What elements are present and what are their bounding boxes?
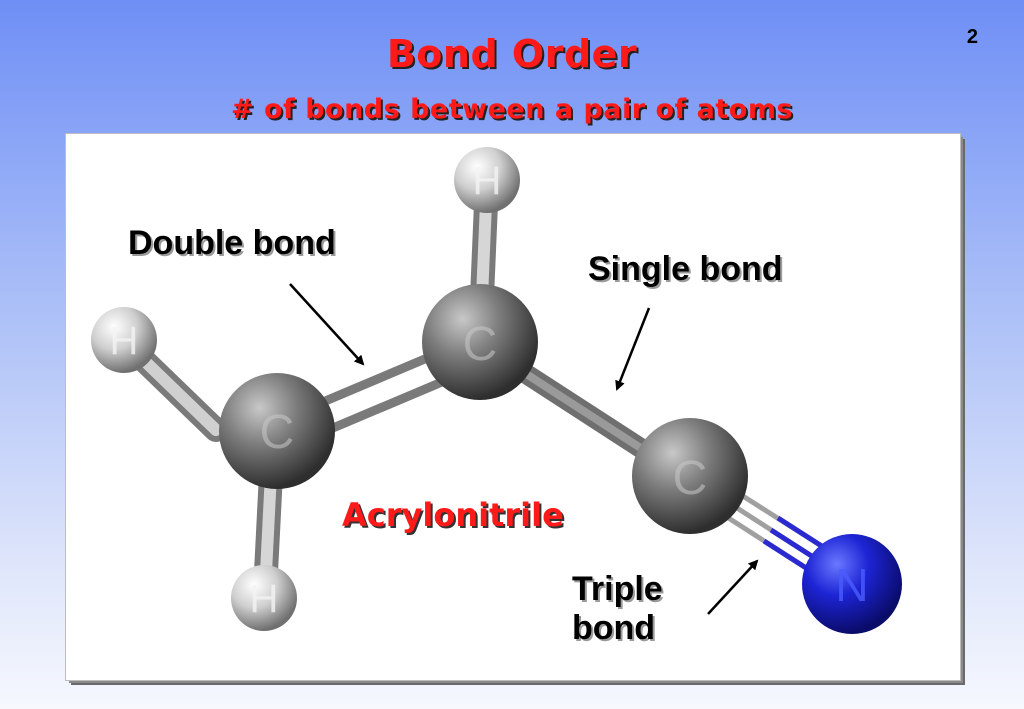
double-bond-arrow xyxy=(289,283,365,366)
triple-bond-label-line1: Triple xyxy=(572,570,663,608)
slide-subtitle: # of bonds between a pair of atoms xyxy=(230,94,794,125)
triple-bond-label-line2: bond xyxy=(572,609,656,648)
atom-carbon-2: C xyxy=(422,284,538,400)
single-bond-label: Single bond xyxy=(588,250,783,288)
atom-nitrogen: N xyxy=(802,534,902,634)
slide-title: Bond Order xyxy=(386,32,638,76)
atom-symbol-h: H xyxy=(250,577,279,621)
atom-carbon-1: C xyxy=(219,373,335,489)
single-bond-arrow xyxy=(615,307,651,391)
atom-hydrogen-bottom: H xyxy=(231,565,297,631)
acrylonitrile-model: H H H C C C N xyxy=(91,147,902,634)
triple-bond-label: Triple bond xyxy=(572,570,663,648)
slide-number: 2 xyxy=(966,26,978,48)
triple-bond-arrow xyxy=(707,559,759,615)
atom-symbol-h: H xyxy=(473,159,502,203)
atom-symbol-c: C xyxy=(673,452,708,505)
atom-symbol-c: C xyxy=(260,406,295,459)
atom-hydrogen-left: H xyxy=(91,307,157,373)
molecule-name: Acrylonitrile xyxy=(342,496,564,534)
atom-symbol-c: C xyxy=(463,318,498,371)
atom-carbon-3: C xyxy=(632,418,748,534)
molecule-panel: H H H C C C N Double bond Si xyxy=(65,133,961,681)
double-bond-label: Double bond xyxy=(128,224,336,262)
atom-symbol-n: N xyxy=(835,559,868,611)
atom-symbol-h: H xyxy=(110,319,139,363)
atom-hydrogen-top: H xyxy=(454,147,520,213)
